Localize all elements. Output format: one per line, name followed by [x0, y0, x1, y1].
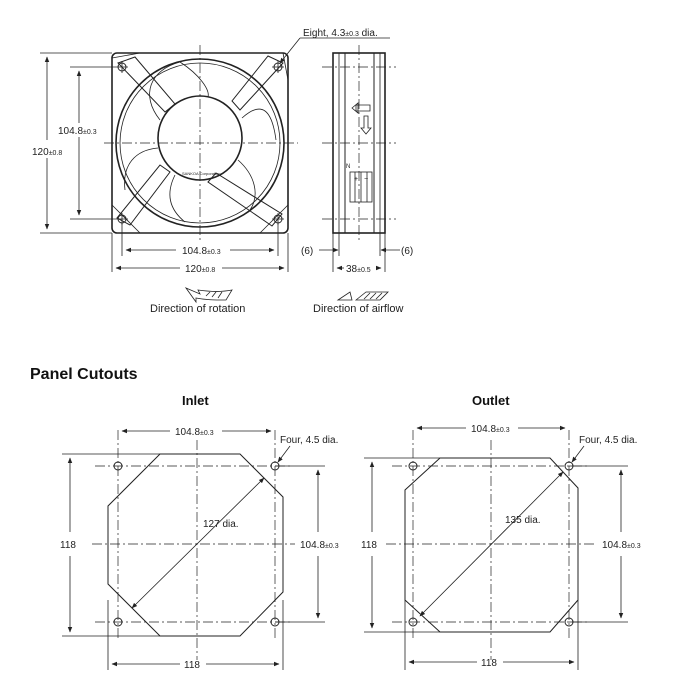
- outlet-holes-callout: Four, 4.5 dia.: [579, 435, 637, 446]
- terminal-plus: +: [354, 176, 358, 183]
- panel-hole: [408, 461, 418, 471]
- inlet-heading: Inlet: [182, 393, 209, 408]
- front-dimensions: [40, 37, 390, 272]
- outlet-diameter: 135 dia.: [505, 515, 541, 526]
- outlet-left-dim: 118: [361, 540, 377, 551]
- terminal-n: N: [346, 164, 350, 170]
- mounting-hole: [272, 61, 284, 73]
- rotation-arrow-icon: [355, 104, 371, 112]
- frame-spoke: [207, 172, 283, 227]
- inlet-left-dim: 118: [60, 540, 76, 551]
- panel-hole: [408, 617, 418, 627]
- front-view: SANKOA Corporation: [104, 45, 298, 240]
- rotation-direction-icon: [184, 287, 233, 304]
- side-dimensions: [319, 233, 400, 272]
- terminal-minus: −: [364, 176, 368, 183]
- inner-height-dim: 104.8±0.3: [58, 126, 97, 137]
- side-view: [322, 45, 396, 240]
- outlet-top-dim: 104.8±0.3: [471, 424, 510, 435]
- frame-spoke: [231, 55, 284, 111]
- inlet-cutout-outline: [107, 453, 284, 637]
- side-right-gap: (6): [401, 246, 413, 257]
- inlet-cutout: [62, 428, 325, 670]
- outer-width-dim: 120±0.8: [185, 264, 215, 275]
- fan-blade: [124, 147, 159, 191]
- inlet-diameter: 127 dia.: [203, 519, 239, 530]
- fan-blade: [237, 159, 256, 211]
- fan-blade: [241, 108, 277, 141]
- rotation-caption: Direction of rotation: [150, 303, 245, 315]
- outlet-right-dim: 104.8±0.3: [602, 540, 641, 551]
- outlet-heading: Outlet: [472, 393, 510, 408]
- fan-logo: SANKOA Corporation: [182, 171, 220, 176]
- outlet-cutout-outline: [404, 457, 579, 633]
- inlet-holes-callout: Four, 4.5 dia.: [280, 435, 338, 446]
- airflow-arrow-icon: [360, 115, 372, 135]
- fan-blade: [169, 174, 186, 223]
- frame-spoke: [116, 164, 171, 226]
- inlet-bottom-dim: 118: [184, 660, 200, 671]
- side-left-gap: (6): [301, 246, 313, 257]
- outer-height-dim: 120±0.8: [32, 147, 62, 158]
- outlet-cutout: [364, 425, 628, 670]
- airflow-caption: Direction of airflow: [313, 303, 404, 315]
- panel-hole: [113, 461, 123, 471]
- mounting-hole: [116, 61, 128, 73]
- holes-callout: Eight, 4.3±0.3 dia.: [303, 28, 378, 39]
- inlet-right-dim: 104.8±0.3: [300, 540, 339, 551]
- panel-cutouts-heading: Panel Cutouts: [30, 366, 138, 383]
- fan-blade: [149, 61, 181, 121]
- depth-dim: 38±0.5: [346, 264, 371, 275]
- frame-spoke: [117, 56, 176, 113]
- airflow-direction-icon: [336, 291, 389, 301]
- inner-width-dim: 104.8±0.3: [182, 246, 221, 257]
- inlet-top-dim: 104.8±0.3: [175, 427, 214, 438]
- outlet-bottom-dim: 118: [481, 658, 497, 669]
- panel-hole: [113, 617, 123, 627]
